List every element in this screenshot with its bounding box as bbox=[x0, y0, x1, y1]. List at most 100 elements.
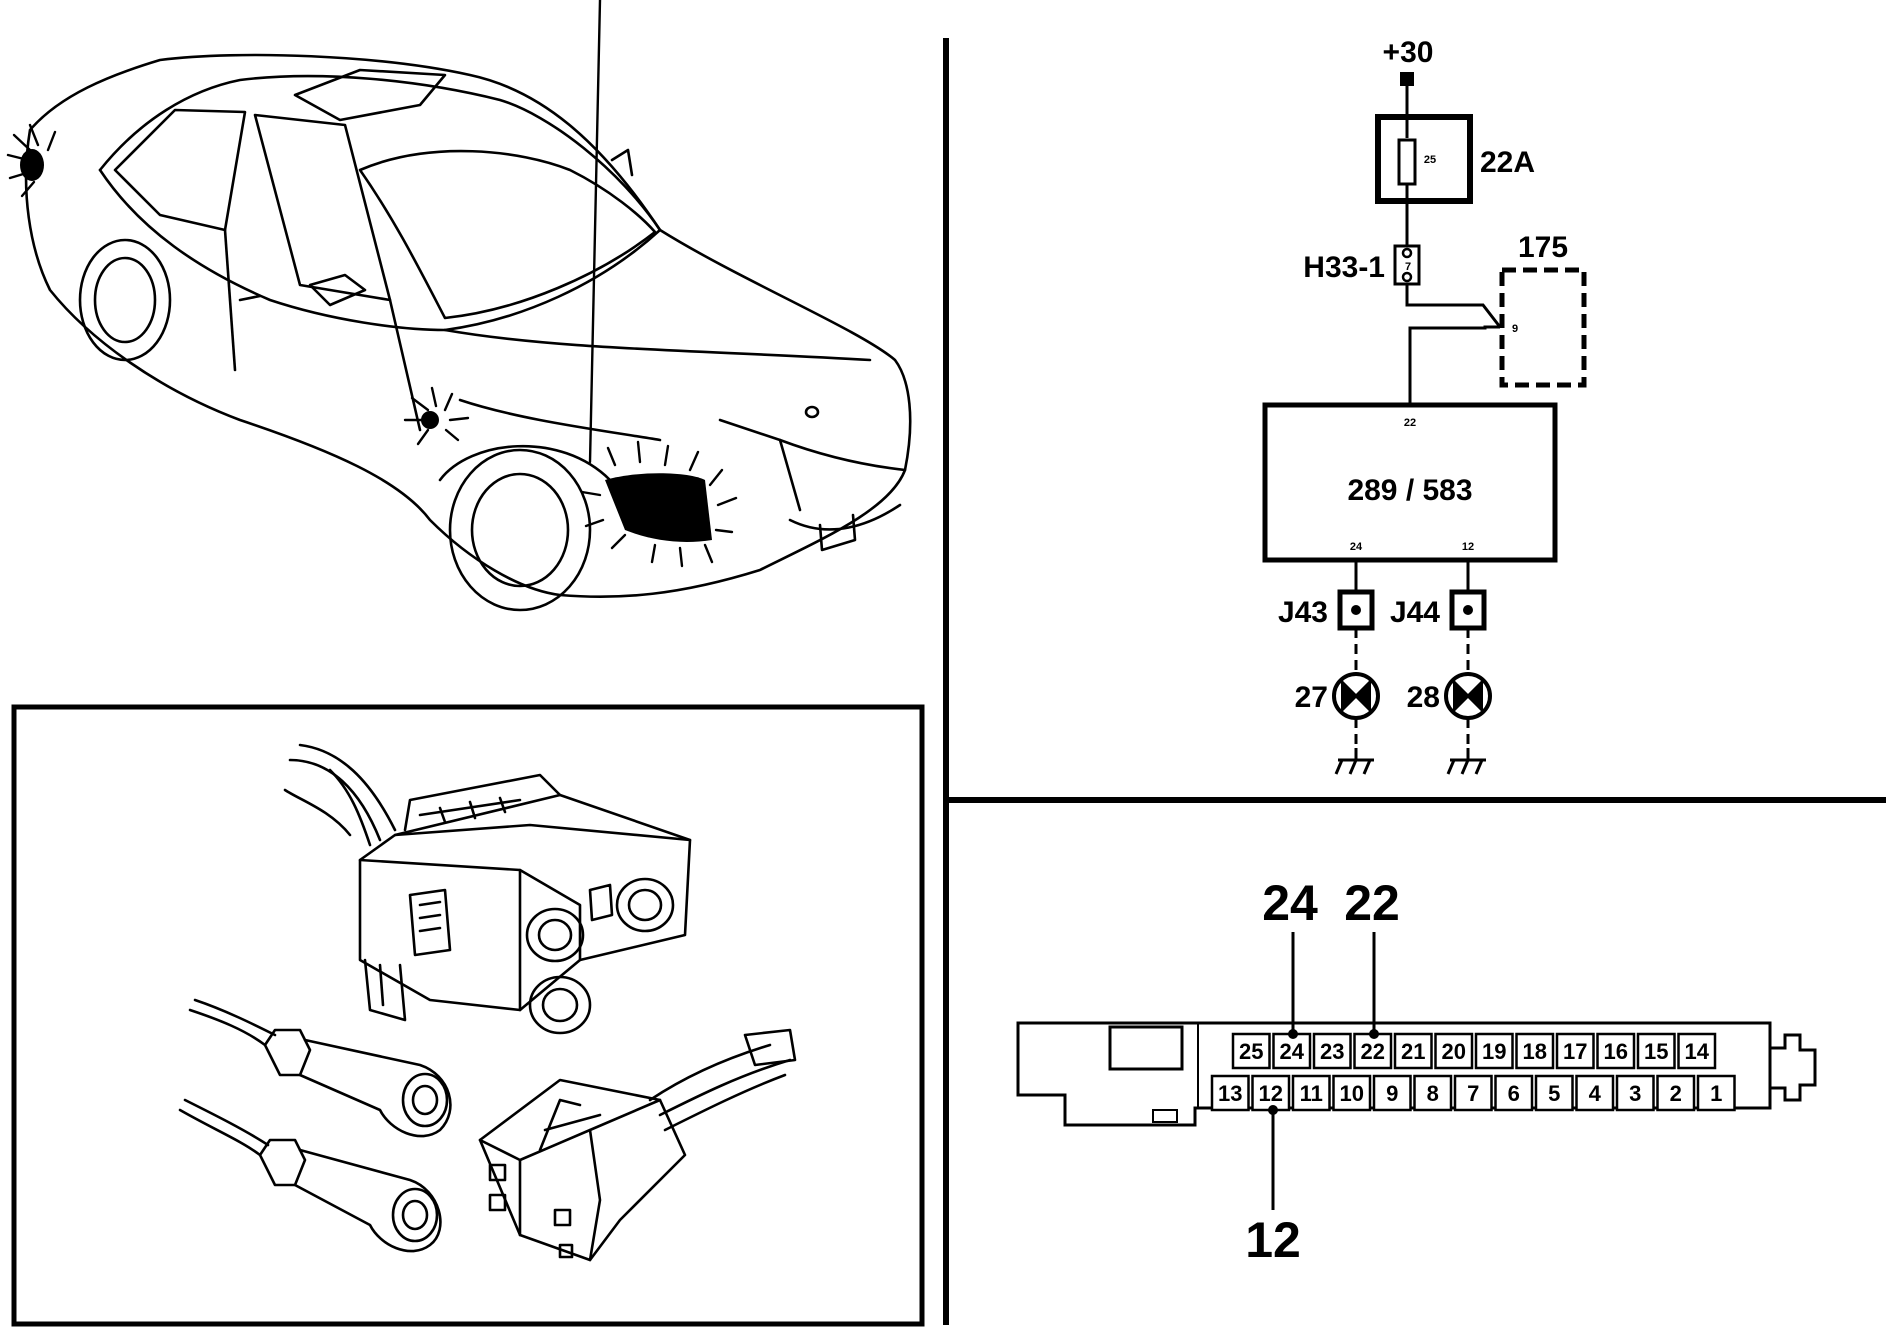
junction-j43-dot bbox=[1351, 605, 1361, 615]
pin-cell-19 bbox=[1474, 1032, 1514, 1070]
pin-cell-15 bbox=[1636, 1032, 1676, 1070]
pin-cell-9 bbox=[1372, 1074, 1412, 1112]
connector-illustration bbox=[178, 743, 797, 1262]
headlamp bbox=[605, 473, 712, 542]
pin-cell-6 bbox=[1494, 1074, 1534, 1112]
pin-cell-17 bbox=[1555, 1032, 1595, 1070]
lamp-27-label: 27 bbox=[1295, 681, 1328, 714]
pin-cell-16 bbox=[1596, 1032, 1636, 1070]
pin-cell-4 bbox=[1575, 1074, 1615, 1112]
junction-j44-dot bbox=[1463, 605, 1473, 615]
pin-number-10: 10 bbox=[1340, 1081, 1364, 1106]
connector-h33-pin: 7 bbox=[1405, 261, 1411, 273]
pin-number-22: 22 bbox=[1361, 1039, 1385, 1064]
pin-number-4: 4 bbox=[1589, 1081, 1602, 1106]
pin-cell-20 bbox=[1434, 1032, 1474, 1070]
pin-number-12: 12 bbox=[1259, 1081, 1283, 1106]
pin-number-1: 1 bbox=[1710, 1081, 1722, 1106]
pin-number-9: 9 bbox=[1386, 1081, 1398, 1106]
callout-22: 22 bbox=[1344, 875, 1400, 931]
callout-12: 12 bbox=[1245, 1212, 1301, 1268]
pin-number-8: 8 bbox=[1427, 1081, 1439, 1106]
pin-number-14: 14 bbox=[1685, 1039, 1710, 1064]
pin-cell-18 bbox=[1515, 1032, 1555, 1070]
junction-j44-label: J44 bbox=[1390, 596, 1440, 629]
pin-number-5: 5 bbox=[1548, 1081, 1560, 1106]
pin-number-17: 17 bbox=[1563, 1039, 1587, 1064]
fuse-box bbox=[1375, 114, 1473, 204]
lamp-28-label: 28 bbox=[1407, 681, 1440, 714]
connector-h33-top-contact bbox=[1401, 247, 1413, 259]
supply-terminal bbox=[1400, 72, 1414, 86]
pin-cell-8 bbox=[1413, 1074, 1453, 1112]
junction-j43-label: J43 bbox=[1278, 596, 1328, 629]
pin-number-3: 3 bbox=[1629, 1081, 1641, 1106]
supply-label: +30 bbox=[1383, 36, 1434, 69]
connector-latch bbox=[1768, 1033, 1817, 1102]
module-175-label: 175 bbox=[1518, 231, 1568, 264]
callout-24-dot bbox=[1288, 1029, 1298, 1039]
car-illustration bbox=[6, 0, 912, 612]
pin-cell-14 bbox=[1677, 1032, 1717, 1070]
pin-cell-23 bbox=[1312, 1032, 1352, 1070]
module-175-pin: 9 bbox=[1512, 323, 1518, 335]
pin-number-19: 19 bbox=[1482, 1039, 1506, 1064]
housing-label-plate bbox=[1108, 1025, 1184, 1071]
lamp-27-symbol bbox=[1332, 672, 1380, 720]
pin-number-2: 2 bbox=[1670, 1081, 1682, 1106]
wire-to-module-175 bbox=[1405, 284, 1502, 328]
pin-row-bottom: 13 12 11 10 9 8 7 6 5 4 3 2 1 bbox=[1210, 1074, 1736, 1112]
connector-h33-label: H33-1 bbox=[1303, 251, 1385, 284]
pin-cell-12 bbox=[1251, 1074, 1291, 1112]
pin-number-18: 18 bbox=[1523, 1039, 1547, 1064]
pin-number-11: 11 bbox=[1300, 1081, 1323, 1106]
control-unit-label: 289 / 583 bbox=[1347, 474, 1472, 507]
ground-symbol-left bbox=[1334, 748, 1374, 775]
pin-cell-7 bbox=[1453, 1074, 1493, 1112]
control-unit-pin-in: 22 bbox=[1404, 417, 1416, 429]
ground-symbol-right bbox=[1446, 748, 1486, 775]
pin-cell-13 bbox=[1210, 1074, 1250, 1112]
callout-12-dot bbox=[1268, 1105, 1278, 1115]
pin-number-13: 13 bbox=[1218, 1081, 1242, 1106]
housing-small-tab bbox=[1152, 1109, 1178, 1123]
pin-cell-5 bbox=[1534, 1074, 1574, 1112]
fuse-label: 22A bbox=[1480, 146, 1535, 179]
connector-h33-bottom-contact bbox=[1401, 271, 1413, 283]
pin-number-20: 20 bbox=[1442, 1039, 1466, 1064]
pin-cell-3 bbox=[1615, 1074, 1655, 1112]
control-unit-pin-24: 24 bbox=[1350, 541, 1363, 553]
connector-h33-symbol bbox=[1393, 244, 1421, 286]
pin-cell-10 bbox=[1332, 1074, 1372, 1112]
fuse-rating: 25 bbox=[1424, 154, 1436, 166]
pin-cell-11 bbox=[1291, 1074, 1331, 1112]
rear-lamp bbox=[20, 149, 44, 181]
pin-cell-2 bbox=[1656, 1074, 1696, 1112]
schematic: +30 25 22A 7 H33-1 175 9 22 289 / 583 24… bbox=[1262, 36, 1587, 775]
control-unit-box bbox=[1262, 402, 1558, 563]
pin-number-25: 25 bbox=[1239, 1039, 1263, 1064]
pin-cell-1 bbox=[1696, 1074, 1736, 1112]
wire-to-control-unit bbox=[1408, 325, 1500, 405]
callout-24: 24 bbox=[1262, 875, 1318, 931]
pin-number-23: 23 bbox=[1320, 1039, 1344, 1064]
pin-number-21: 21 bbox=[1401, 1039, 1425, 1064]
pin-cell-21 bbox=[1393, 1032, 1433, 1070]
pin-number-24: 24 bbox=[1280, 1039, 1305, 1064]
module-175-box bbox=[1499, 267, 1587, 388]
callout-22-dot bbox=[1369, 1029, 1379, 1039]
lamp-28-symbol bbox=[1444, 672, 1492, 720]
pin-cell-24 bbox=[1272, 1032, 1312, 1070]
pin-number-6: 6 bbox=[1508, 1081, 1520, 1106]
control-unit-pin-12: 12 bbox=[1462, 541, 1474, 553]
pin-number-16: 16 bbox=[1604, 1039, 1628, 1064]
side-marker-lamp bbox=[421, 411, 439, 429]
pin-number-7: 7 bbox=[1467, 1081, 1479, 1106]
pin-row-top: 25 24 23 22 21 20 19 18 17 16 15 14 bbox=[1231, 1032, 1717, 1070]
connector-detail-frame bbox=[11, 704, 925, 1327]
fuse-symbol bbox=[1397, 138, 1417, 186]
pin-number-15: 15 bbox=[1644, 1039, 1668, 1064]
pin-cell-25 bbox=[1231, 1032, 1271, 1070]
